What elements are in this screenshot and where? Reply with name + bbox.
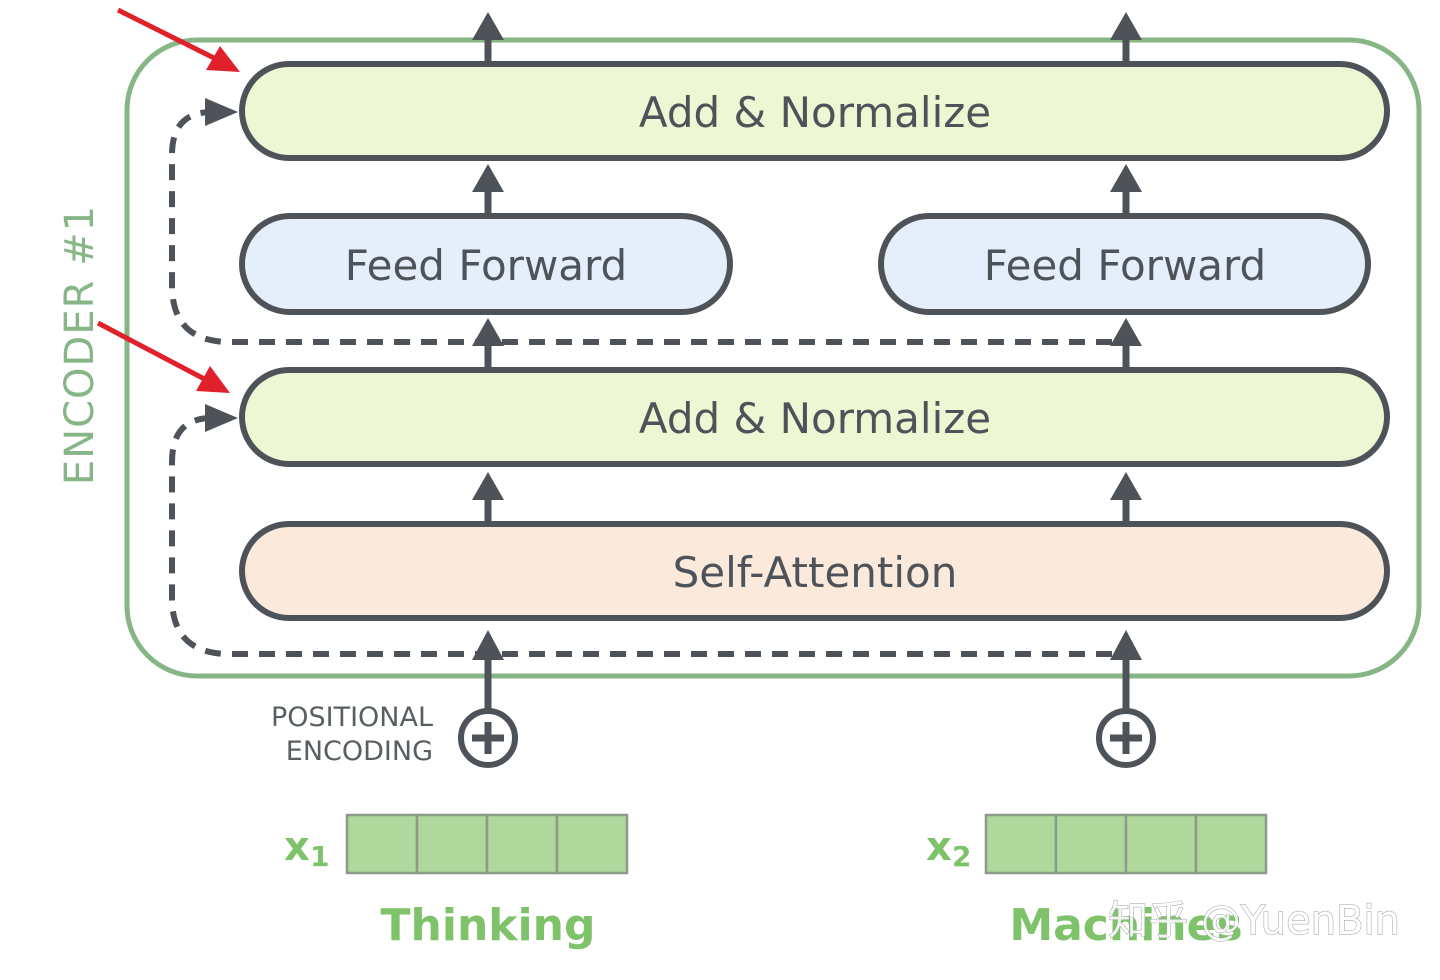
input1-label: x bbox=[284, 824, 310, 870]
residual-arrowhead-lower bbox=[205, 404, 238, 432]
input-arrow-left bbox=[472, 630, 504, 712]
encoder-border bbox=[124, 37, 1422, 679]
ff-to-norm-arrow-right bbox=[1110, 164, 1142, 216]
watermark: 知乎 @YuenBin bbox=[1108, 898, 1400, 944]
add-normalize-bottom-label: Add & Normalize bbox=[639, 394, 991, 443]
add-normalize-top-label: Add & Normalize bbox=[639, 88, 991, 137]
input-arrow-right bbox=[1110, 630, 1142, 712]
plus-circle-icon-left bbox=[458, 708, 518, 768]
self-attention-label: Self-Attention bbox=[673, 548, 958, 597]
attn-to-norm-arrow-right bbox=[1110, 472, 1142, 524]
input-vector-x2 bbox=[984, 813, 1268, 875]
residual-connection-lower bbox=[169, 415, 1112, 657]
feed-forward-right-box bbox=[878, 213, 1371, 315]
feed-forward-right-label: Feed Forward bbox=[984, 241, 1266, 290]
highlight-arrow-bottom bbox=[96, 320, 230, 393]
input-vector-x1 bbox=[345, 813, 629, 875]
feed-forward-left-label: Feed Forward bbox=[345, 241, 627, 290]
word-machines: Machines bbox=[1009, 900, 1242, 951]
encoder-label: ENCODER #1 bbox=[57, 205, 103, 485]
norm-to-ff-arrow-right bbox=[1110, 318, 1142, 370]
output-arrow-left bbox=[472, 12, 504, 64]
ff-to-norm-arrow-left bbox=[472, 164, 504, 216]
plus-circle-icon-right bbox=[1096, 708, 1156, 768]
highlight-arrow-top bbox=[116, 7, 240, 72]
input1-subscript: 1 bbox=[310, 840, 329, 873]
add-normalize-top-box bbox=[239, 61, 1390, 161]
word-thinking: Thinking bbox=[381, 900, 596, 951]
self-attention-box bbox=[239, 521, 1390, 621]
residual-connection-upper bbox=[169, 109, 1112, 345]
add-normalize-bottom-box bbox=[239, 367, 1390, 467]
positional-encoding-label-line1: POSITIONAL bbox=[271, 702, 433, 733]
residual-arrowhead-upper bbox=[205, 98, 238, 126]
positional-encoding-label-line2: ENCODING bbox=[286, 736, 433, 767]
output-arrow-right bbox=[1110, 12, 1142, 64]
attn-to-norm-arrow-left bbox=[472, 472, 504, 524]
input2-subscript: 2 bbox=[952, 840, 971, 873]
norm-to-ff-arrow-left bbox=[472, 318, 504, 370]
feed-forward-left-box bbox=[239, 213, 733, 315]
input2-label: x bbox=[926, 824, 952, 870]
